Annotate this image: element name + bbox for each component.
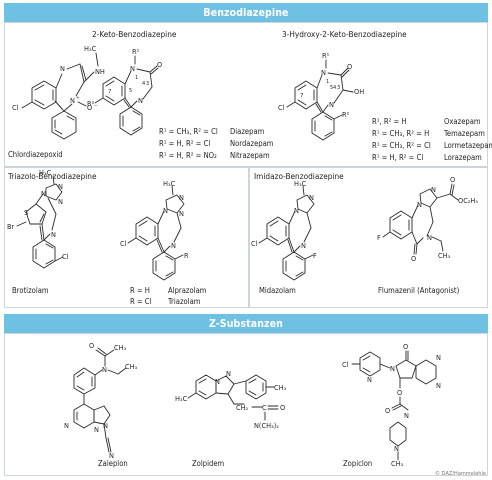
keto-name-2: Nordazepam: [230, 139, 274, 148]
hydroxy-subst-3: R¹ = CH₃, R² = Cl: [372, 141, 431, 150]
keto-subst-3: R¹ = H, R² = NO₂: [159, 151, 217, 160]
panel-z: [4, 333, 488, 476]
label-flumazenil: Flumazenil (Antagonist): [378, 286, 460, 295]
header-triazolo: Triazolo-Benzodiazepine: [8, 171, 97, 181]
label-zolpidem: Zolpidem: [192, 459, 225, 468]
label-zaleplon: Zaleplon: [98, 459, 128, 468]
keto-subst-1: R¹ = CH₃, R² = Cl: [159, 127, 218, 136]
keto-subst-2: R¹ = H, R² = Cl: [159, 139, 211, 148]
triazolo-name-1: Alprazolam: [168, 286, 207, 295]
hydroxy-name-4: Lorazepam: [444, 153, 482, 162]
header-hydroxy: 3-Hydroxy-2-Keto-Benzodiazepine: [282, 29, 407, 39]
triazolo-name-2: Triazolam: [168, 297, 201, 306]
hydroxy-name-1: Oxazepam: [444, 117, 481, 126]
credit-line: © DAZ/Hammelehle: [435, 471, 486, 477]
hydroxy-name-2: Temazepam: [444, 129, 485, 138]
banner-z-substanzen: Z-Substanzen: [4, 314, 488, 333]
panel-benzo-top: [4, 22, 488, 167]
label-midazolam: Midazolam: [259, 286, 296, 295]
label-chlordiazepoxid: Chlordiazepoxid: [8, 150, 63, 159]
keto-name-1: Diazepam: [230, 127, 265, 136]
hydroxy-subst-1: R¹, R² = H: [372, 117, 407, 126]
panel-triazolo: [4, 167, 249, 308]
hydroxy-name-3: Lormetazepam: [444, 141, 492, 150]
triazolo-subst-1: R = H: [130, 286, 150, 295]
label-brotizolam: Brotizolam: [12, 286, 49, 295]
panel-imidazo: [249, 167, 488, 308]
hydroxy-subst-4: R¹ = H, R² = Cl: [372, 153, 424, 162]
label-zopiclon: Zopiclon: [343, 459, 373, 468]
triazolo-subst-2: R = Cl: [130, 297, 152, 306]
header-keto: 2-Keto-Benzodiazepine: [92, 29, 177, 39]
banner-benzodiazepine: Benzodiazepine: [4, 3, 488, 22]
keto-name-3: Nitrazepam: [230, 151, 270, 160]
header-imidazo: Imidazo-Benzodiazepine: [254, 171, 344, 181]
hydroxy-subst-2: R¹ = CH₃, R² = H: [372, 129, 430, 138]
